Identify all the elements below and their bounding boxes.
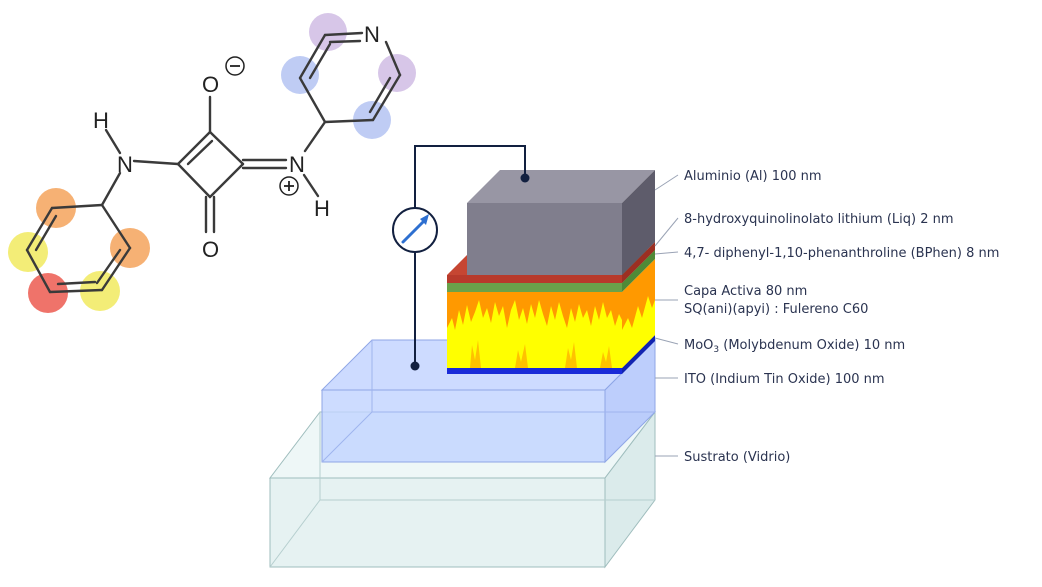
aluminum-top-face (467, 170, 655, 203)
label-moo3: MoO3 (Molybdenum Oxide) 10 nm (684, 338, 905, 355)
atom-pyridine-nitrogen: N (364, 22, 380, 47)
bottom-contact-dot (410, 361, 420, 371)
highlight-circle (28, 273, 68, 313)
positive-charge-icon (279, 176, 299, 196)
aluminum-front-face (467, 203, 622, 275)
label-bphen: 4,7- diphenyl-1,10-phenanthroline (BPhen… (684, 246, 999, 261)
label-liq: 8-hydroxyquinolinolato lithium (Liq) 2 n… (684, 212, 954, 227)
aluminum-block (467, 170, 655, 275)
device-stack (268, 145, 657, 569)
ito-block (320, 338, 657, 464)
active-layer-blend (447, 300, 622, 368)
ito-front-face (321, 389, 606, 463)
atom-hydrogen-right: H (314, 196, 330, 221)
moo3-layer (447, 335, 655, 374)
label-active-layer: Capa Activa 80 nm (684, 284, 807, 299)
active-layer (447, 259, 655, 368)
label-aluminum: Aluminio (Al) 100 nm (684, 169, 822, 184)
label-substrate: Sustrato (Vidrio) (684, 450, 790, 465)
molecule-structure: O O H N N H N (8, 13, 416, 313)
atom-nitrogen-right: N (289, 152, 305, 177)
negative-charge-icon (225, 56, 245, 76)
circuit-wires (414, 145, 526, 366)
atom-oxygen-bottom: O (202, 237, 219, 262)
atom-oxygen-top: O (202, 72, 219, 97)
substrate-front-face (269, 477, 606, 568)
atom-nitrogen-left: N (117, 152, 133, 177)
molecule-bonds (25, 31, 402, 294)
atom-hydrogen-left: H (93, 108, 109, 133)
label-ito: ITO (Indium Tin Oxide) 100 nm (684, 372, 885, 387)
top-contact-dot (520, 173, 530, 183)
label-active-blend: SQ(ani)(apyi) : Fulereno C60 (684, 302, 868, 317)
ammeter-icon (392, 207, 438, 253)
highlight-circle (281, 56, 319, 94)
aluminum-side-face (622, 170, 655, 275)
layer-labels: Aluminio (Al) 100 nm 8-hydroxyquinolinol… (654, 169, 999, 465)
highlight-circle (378, 54, 416, 92)
